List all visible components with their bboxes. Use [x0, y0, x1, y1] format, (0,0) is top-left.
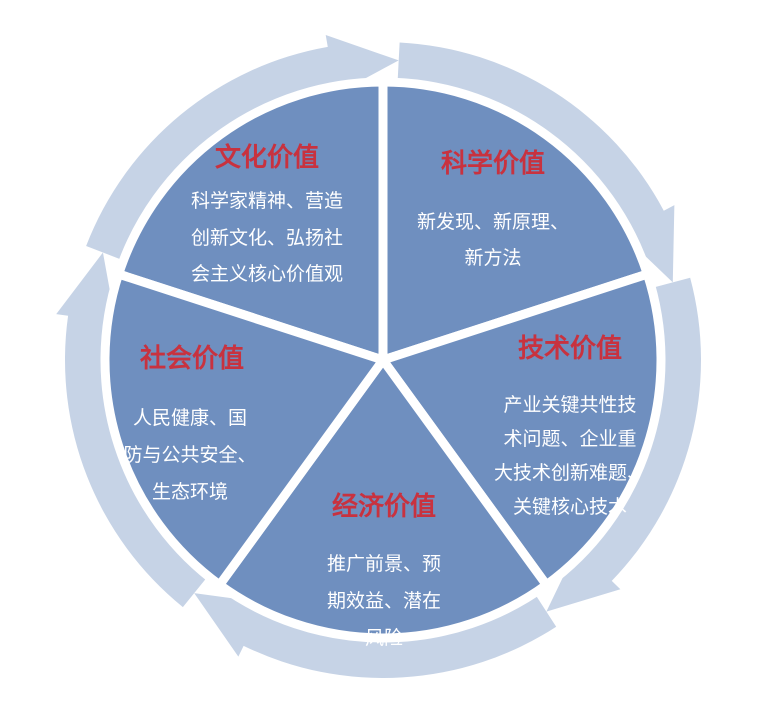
pie-segment-economy: [215, 355, 551, 643]
segment-line-culture-3: 会主义核心价值观: [191, 263, 343, 285]
segment-line-culture-2: 创新文化、弘扬社: [191, 227, 343, 249]
cycle-arrow-4: [56, 252, 206, 608]
segment-line-technology-3: 大技术创新难题、: [494, 462, 646, 484]
segment-line-science-2: 新方法: [464, 247, 521, 269]
segment-line-technology-4: 关键核心技术: [513, 496, 627, 518]
segment-line-technology-1: 产业关键共性技: [503, 394, 636, 416]
segment-line-society-1: 人民健康、国: [133, 407, 247, 429]
cycle-arrow-ring: [56, 35, 701, 679]
cycle-arrow-1: [397, 42, 675, 283]
segment-line-society-2: 防与公共安全、: [123, 444, 256, 466]
segment-line-economy-2: 期效益、潜在: [327, 590, 441, 612]
segment-title-society: 社会价值: [140, 343, 244, 374]
pie-segments: [100, 77, 666, 643]
segment-title-technology: 技术价值: [518, 334, 622, 364]
segment-title-science: 科学价值: [441, 148, 545, 179]
pie-segment-science: [378, 77, 652, 365]
segment-line-economy-1: 推广前景、预: [327, 553, 441, 575]
segment-line-science-1: 新发现、新原理、: [417, 211, 569, 233]
cycle-arrow-5: [86, 35, 399, 259]
pie-segment-society: [100, 269, 388, 590]
segment-line-economy-3: 风险: [365, 627, 403, 649]
segment-line-technology-2: 术问题、企业重: [503, 428, 636, 450]
segment-line-society-3: 生态环境: [152, 481, 228, 503]
pie-segment-technology: [378, 269, 666, 590]
segment-title-economy: 经济价值: [332, 491, 436, 522]
cycle-arrow-3: [194, 593, 557, 679]
pie-segment-culture: [114, 77, 388, 365]
segment-title-culture: 文化价值: [215, 142, 319, 173]
segment-labels: 文化价值 科学家精神、营造 创新文化、弘扬社 会主义核心价值观 科学价值 新发现…: [123, 142, 646, 649]
segment-line-culture-1: 科学家精神、营造: [191, 190, 343, 212]
cycle-arrow-2: [546, 277, 701, 612]
